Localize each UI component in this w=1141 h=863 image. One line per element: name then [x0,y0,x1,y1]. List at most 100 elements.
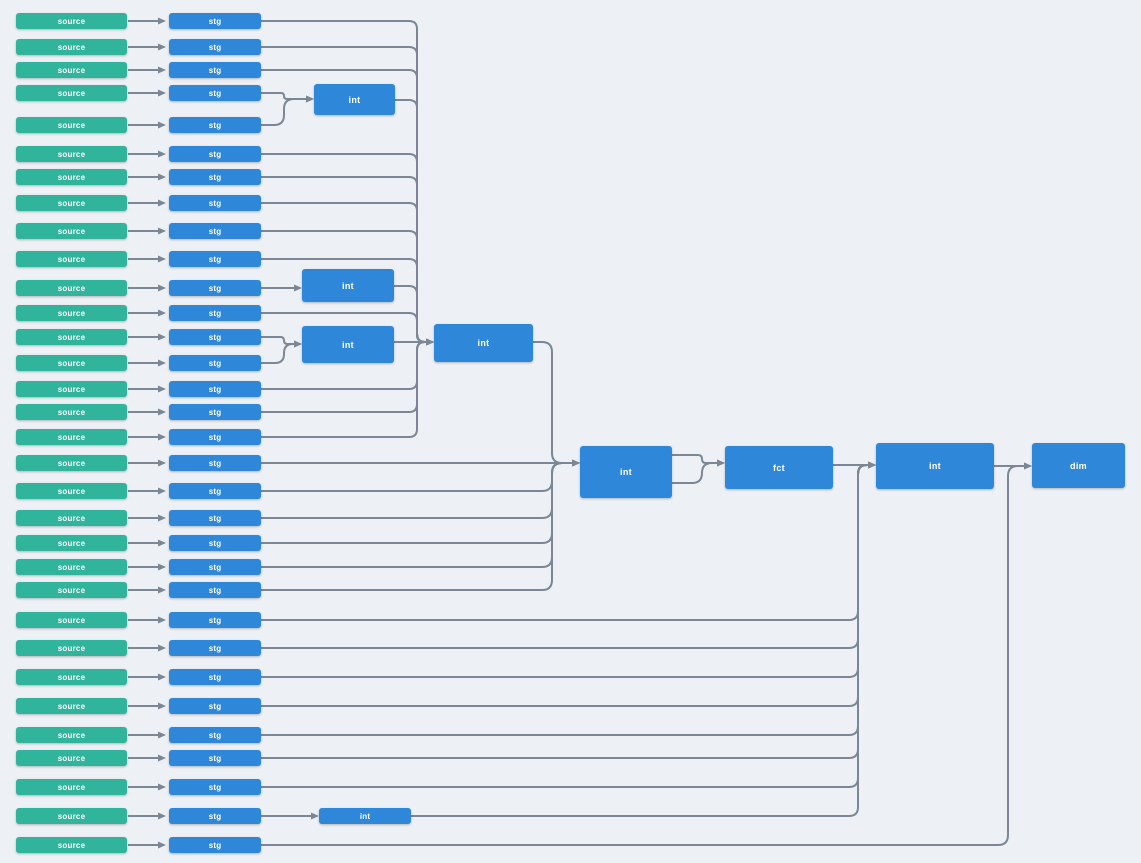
node-label: stg [208,458,222,468]
node-source-12[interactable]: source [16,305,127,321]
node-source-29[interactable]: source [16,750,127,766]
node-source-20[interactable]: source [16,510,127,526]
arrowhead-icon [158,309,166,317]
node-source-32[interactable]: source [16,837,127,853]
node-label: source [57,226,86,236]
node-label: stg [208,672,222,682]
edge-21 [533,341,572,464]
node-int-3[interactable]: int [302,326,394,363]
node-label: source [57,840,86,850]
node-source-27[interactable]: source [16,698,127,714]
node-stg-28[interactable]: stg [169,727,261,743]
node-source-6[interactable]: source [16,146,127,162]
node-label: stg [208,65,222,75]
node-source-9[interactable]: source [16,223,127,239]
arrowhead-icon [868,461,876,469]
node-stg-16[interactable]: stg [169,404,261,420]
node-source-24[interactable]: source [16,612,127,628]
node-source-3[interactable]: source [16,62,127,78]
node-int-1[interactable]: int [314,84,395,115]
node-source-1[interactable]: source [16,13,127,29]
node-source-7[interactable]: source [16,169,127,185]
node-stg-4[interactable]: stg [169,85,261,101]
node-stg-24[interactable]: stg [169,612,261,628]
node-int-6[interactable]: int [876,443,994,489]
node-label: stg [208,513,222,523]
node-int-4[interactable]: int [434,324,533,362]
node-label: source [57,254,86,264]
node-label: source [57,753,86,763]
node-stg-6[interactable]: stg [169,146,261,162]
edge-28 [672,454,717,464]
node-stg-14[interactable]: stg [169,355,261,371]
node-source-31[interactable]: source [16,808,127,824]
node-stg-12[interactable]: stg [169,305,261,321]
node-source-4[interactable]: source [16,85,127,101]
node-stg-27[interactable]: stg [169,698,261,714]
node-source-15[interactable]: source [16,381,127,397]
node-stg-13[interactable]: stg [169,329,261,345]
node-stg-8[interactable]: stg [169,195,261,211]
node-stg-7[interactable]: stg [169,169,261,185]
node-source-5[interactable]: source [16,117,127,133]
node-source-19[interactable]: source [16,483,127,499]
node-label: int [929,461,941,471]
node-stg-11[interactable]: stg [169,280,261,296]
arrowhead-icon [158,66,166,74]
node-source-28[interactable]: source [16,727,127,743]
node-source-23[interactable]: source [16,582,127,598]
node-label: int [359,811,371,821]
node-stg-19[interactable]: stg [169,483,261,499]
arrowhead-icon [1024,462,1032,470]
node-stg-22[interactable]: stg [169,559,261,575]
node-label: stg [208,585,222,595]
node-stg-29[interactable]: stg [169,750,261,766]
node-source-8[interactable]: source [16,195,127,211]
arrowhead-icon [158,563,166,571]
node-stg-9[interactable]: stg [169,223,261,239]
node-source-18[interactable]: source [16,455,127,471]
node-stg-32[interactable]: stg [169,837,261,853]
node-source-17[interactable]: source [16,429,127,445]
node-stg-2[interactable]: stg [169,39,261,55]
node-source-16[interactable]: source [16,404,127,420]
node-label: source [57,384,86,394]
node-source-25[interactable]: source [16,640,127,656]
node-label: stg [208,198,222,208]
node-source-21[interactable]: source [16,535,127,551]
node-stg-30[interactable]: stg [169,779,261,795]
arrowhead-icon [158,433,166,441]
node-stg-17[interactable]: stg [169,429,261,445]
node-source-22[interactable]: source [16,559,127,575]
edge-33 [261,464,868,678]
node-stg-5[interactable]: stg [169,117,261,133]
node-stg-3[interactable]: stg [169,62,261,78]
node-source-14[interactable]: source [16,355,127,371]
node-stg-15[interactable]: stg [169,381,261,397]
node-int-5[interactable]: int [580,446,672,498]
arrowhead-icon [158,333,166,341]
node-source-11[interactable]: source [16,280,127,296]
node-stg-26[interactable]: stg [169,669,261,685]
node-source-2[interactable]: source [16,39,127,55]
node-label: source [57,283,86,293]
node-stg-21[interactable]: stg [169,535,261,551]
node-stg-25[interactable]: stg [169,640,261,656]
node-stg-23[interactable]: stg [169,582,261,598]
arrowhead-icon [158,89,166,97]
node-source-10[interactable]: source [16,251,127,267]
node-source-26[interactable]: source [16,669,127,685]
node-stg-20[interactable]: stg [169,510,261,526]
node-source-13[interactable]: source [16,329,127,345]
node-int-7[interactable]: int [319,808,411,824]
node-stg-18[interactable]: stg [169,455,261,471]
node-fct-1[interactable]: fct [725,446,833,489]
node-stg-10[interactable]: stg [169,251,261,267]
node-stg-1[interactable]: stg [169,13,261,29]
arrowhead-icon [158,408,166,416]
node-source-30[interactable]: source [16,779,127,795]
node-stg-31[interactable]: stg [169,808,261,824]
node-dim-1[interactable]: dim [1032,443,1125,488]
node-int-2[interactable]: int [302,269,394,302]
